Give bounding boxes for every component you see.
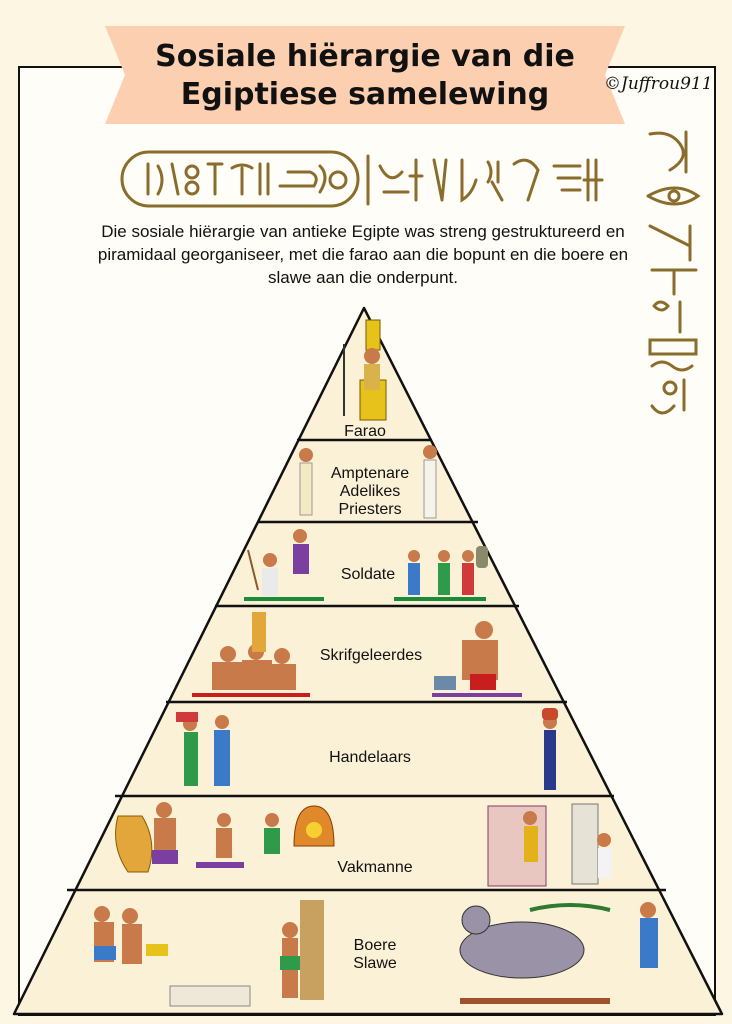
intro-paragraph: Die sosiale hiërargie van antieke Egipte… [97, 222, 629, 287]
hieroglyph-cartouche-icon [120, 150, 604, 208]
hieroglyph-column-icon [646, 130, 701, 415]
page-title: Sosiale hiërargie van die Egiptiese same… [155, 39, 575, 112]
tier-line-adelikes: Adelikes [339, 483, 401, 500]
title-banner [105, 26, 625, 124]
official-figure-icon [299, 448, 313, 516]
farmer-figures-icon [94, 900, 658, 1007]
tier-label-vakmanne: Vakmanne [337, 859, 413, 876]
scribe-figures-icon [192, 612, 522, 697]
tier-label-skrifgeleerdes: Skrifgeleerdes [319, 647, 423, 664]
tier-line-slawe: Slawe [353, 955, 397, 972]
craftsmen-figures-icon [115, 802, 612, 887]
tier-line-priesters: Priesters [338, 501, 402, 518]
tier-label-soldate: Soldate [340, 566, 396, 583]
tier-label-handelaars: Handelaars [329, 749, 411, 766]
merchant-figures-icon [176, 708, 558, 790]
tier-line-boere: Boere [353, 937, 397, 954]
tier-line-amptenare: Amptenare [330, 465, 410, 482]
tier-label-boere: Boere Slawe [340, 937, 410, 973]
copyright-text: ©Juffrou911 [604, 74, 713, 94]
soldier-figures-icon [244, 529, 488, 601]
tier-label-farao: Farao [344, 423, 386, 440]
tier-label-amptenare: Amptenare Adelikes Priesters [305, 465, 435, 519]
pharaoh-icon [343, 319, 387, 421]
priest-figure-icon [423, 445, 437, 519]
